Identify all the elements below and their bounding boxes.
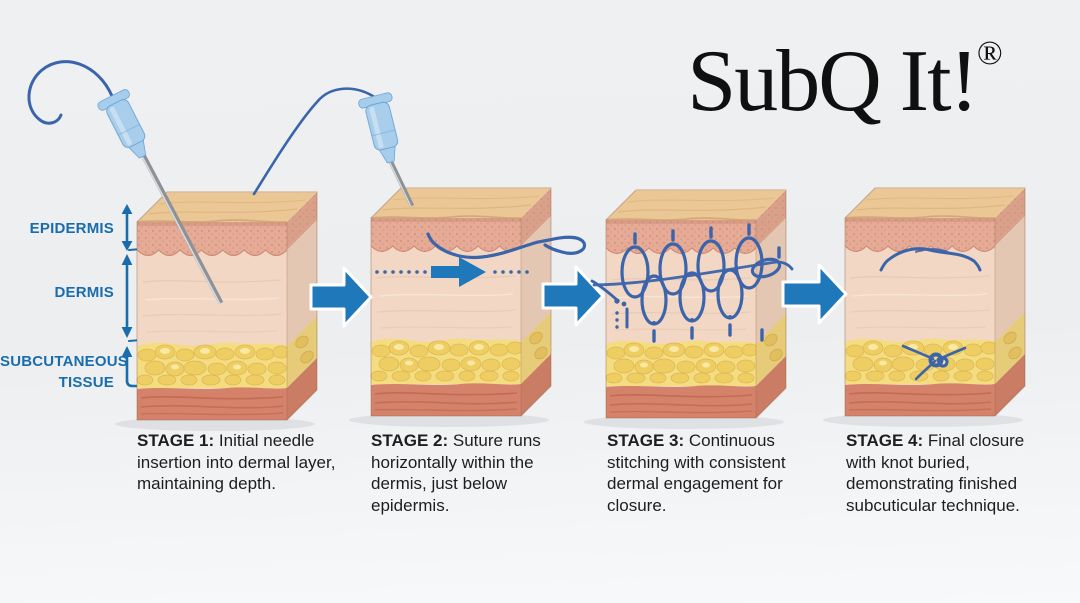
suture-thread-midline <box>592 260 778 287</box>
arrow-right-icon-1 <box>309 266 373 328</box>
suture-thread-draped <box>252 87 378 196</box>
stage-4-closure-group <box>879 247 982 381</box>
dotted-direction-path <box>375 270 529 274</box>
layer-measurement-arrows <box>121 204 143 388</box>
stage-4-description: Final closure with knot buried, demonstr… <box>846 431 1025 515</box>
needle-hub-icon <box>97 89 147 159</box>
stage-2-caption: STAGE 2:Suture runs horizontally within … <box>371 430 586 516</box>
brand-logo-text: SubQ It! <box>687 33 979 130</box>
stage-3-description: Continuous stitching with consistent der… <box>607 431 786 515</box>
direction-arrow-icon <box>431 257 486 287</box>
stage-2-description: Suture runs horizontally within the derm… <box>371 431 541 515</box>
stage-3-caption: STAGE 3:Continuous stitching with consis… <box>607 430 797 516</box>
stage-1-description: Initial needle insertion into dermal lay… <box>137 431 336 493</box>
skin-block-stage-4 <box>844 187 1026 417</box>
needle-shaft <box>139 151 224 305</box>
stage-arrows <box>309 263 848 328</box>
stage-3-label: STAGE 3: <box>607 431 685 450</box>
label-epidermis: EPIDERMIS <box>29 220 114 237</box>
buried-knot-icon <box>901 344 967 381</box>
arrow-right-icon-3 <box>781 263 848 325</box>
suture-closure-line <box>879 247 982 272</box>
suture-thread-horizontal <box>426 232 587 260</box>
suture-thread-curl <box>27 60 114 125</box>
stage-2-label: STAGE 2: <box>371 431 449 450</box>
stage-1-needle-group <box>27 60 224 305</box>
stitch-tick-marks <box>633 223 781 343</box>
stage-1-caption: STAGE 1:Initial needle insertion into de… <box>137 430 342 495</box>
registered-trademark-symbol: ® <box>976 35 1003 72</box>
stage-4-caption: STAGE 4:Final closure with knot buried, … <box>846 430 1038 516</box>
needle-hub-icon <box>358 92 399 164</box>
skin-block-stage-3 <box>605 189 787 419</box>
stage-3-stitch-group <box>590 223 794 343</box>
label-subcutaneous-tissue: SUBCUTANEOUS TISSUE <box>0 353 128 391</box>
needle-shaft <box>387 159 415 207</box>
skin-block-stage-1 <box>136 191 318 421</box>
stage-1-label: STAGE 1: <box>137 431 215 450</box>
brand-logo: SubQ It!® <box>635 33 1055 131</box>
stage-4-label: STAGE 4: <box>846 431 924 450</box>
arrow-right-icon-2 <box>541 265 605 327</box>
label-dermis: DERMIS <box>54 284 114 301</box>
stage-2-suture-group <box>252 87 587 287</box>
skin-block-stage-2 <box>370 187 552 417</box>
